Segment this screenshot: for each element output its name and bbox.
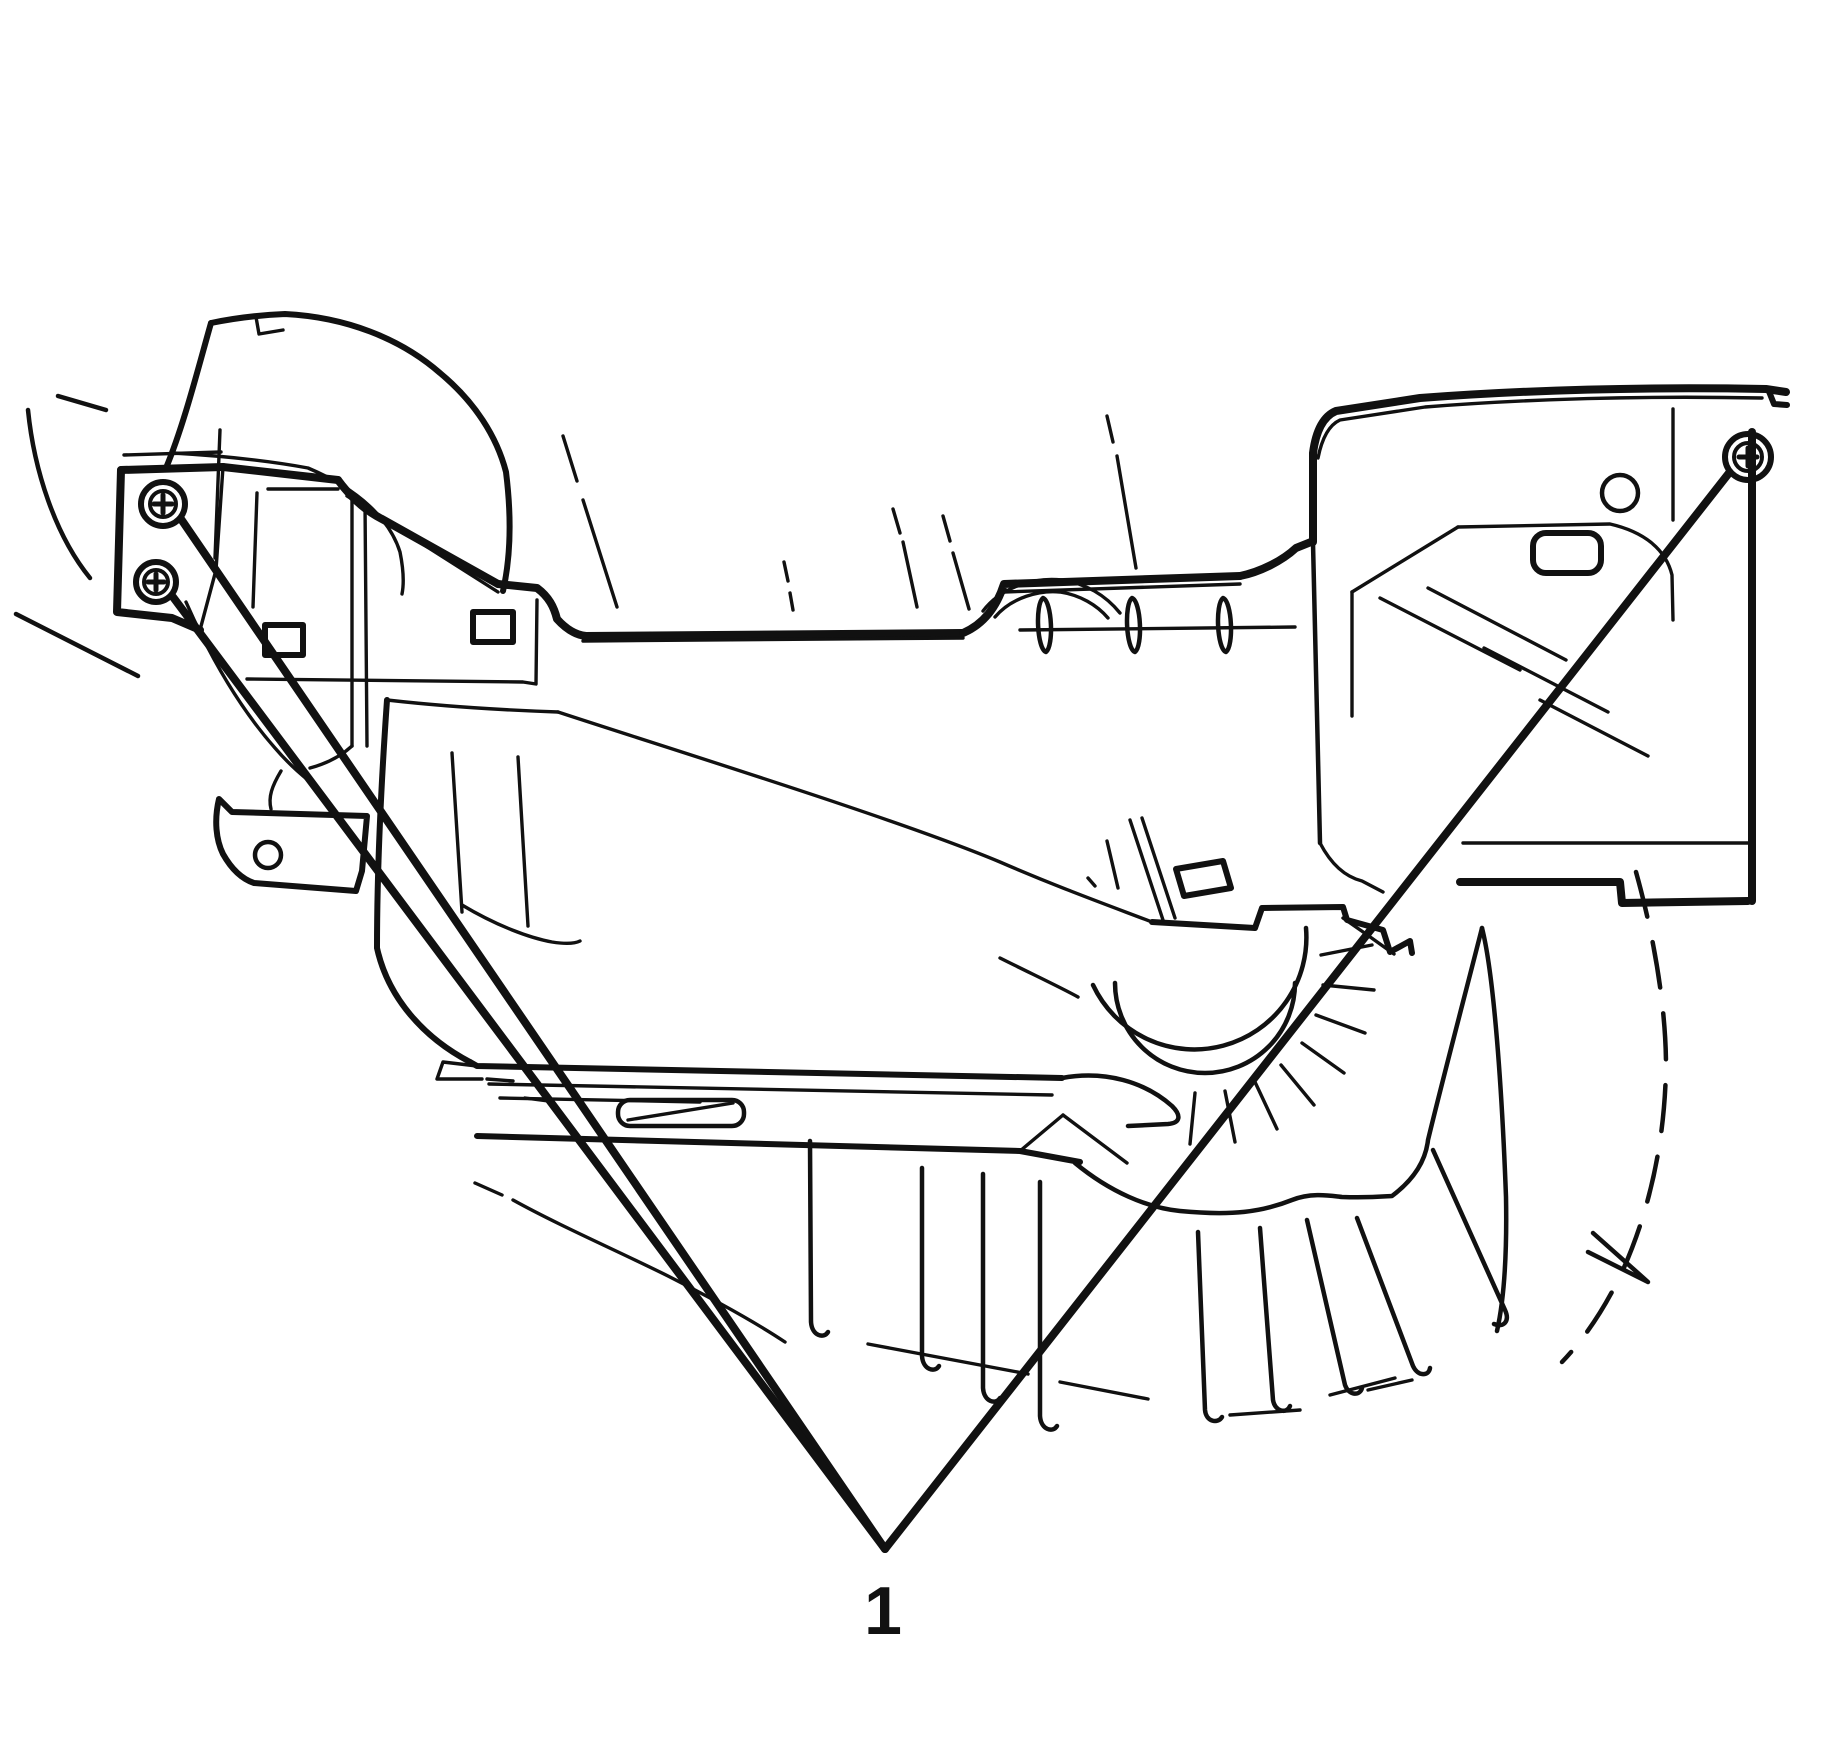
callout-label-1: 1: [864, 1573, 902, 1649]
blower-scroll: [998, 816, 1669, 1365]
phillips-screw-marker-1: [138, 479, 188, 529]
right-cowl-panel: [1309, 384, 1790, 956]
phillips-screw-marker-2: [133, 559, 179, 605]
lower-bracket: [213, 796, 370, 894]
callout-leaders: [169, 469, 1733, 1553]
case-fins: [807, 1138, 1510, 1432]
case-dome: [981, 577, 1122, 620]
leader-line-screw2: [169, 593, 889, 1553]
leader-line-screw3: [881, 469, 1733, 1553]
leader-line-screw1: [177, 515, 889, 1553]
lower-case: [374, 697, 1181, 1344]
hatch-dashes: [561, 414, 1138, 612]
center-duct: [219, 463, 1415, 956]
duct-clips: [1035, 595, 1234, 655]
